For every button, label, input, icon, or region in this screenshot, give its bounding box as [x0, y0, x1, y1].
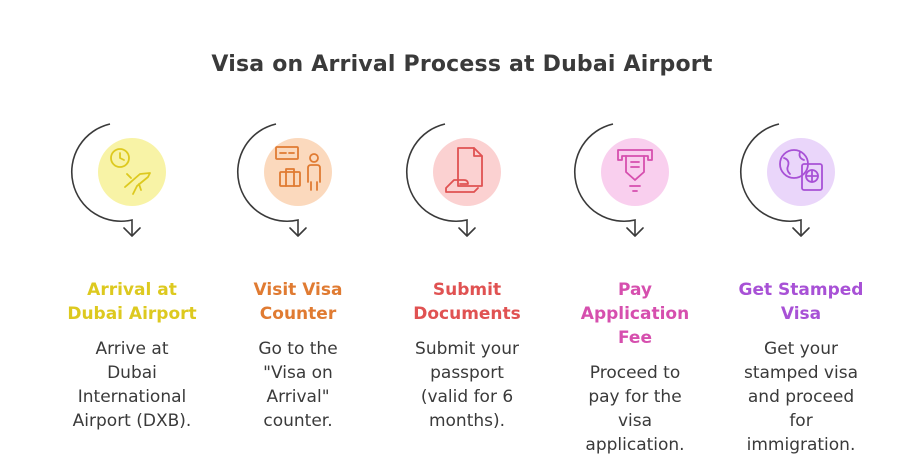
- counter-traveler-icon: [275, 146, 321, 191]
- payment-terminal-icon: [617, 149, 653, 192]
- step-loop-connector: [237, 123, 332, 237]
- step-description: Submit your passport (valid for 6 months…: [415, 339, 519, 431]
- loop-arc: [406, 123, 468, 235]
- loop-arc: [71, 123, 133, 235]
- step-title: Visit Visa Counter: [253, 280, 343, 324]
- step-icon-circle: [767, 138, 835, 206]
- loop-arc: [574, 123, 636, 235]
- step-icon-circle: [601, 138, 669, 206]
- document-hand-icon: [445, 147, 483, 193]
- loop-arc: [237, 123, 299, 235]
- down-arrow-icon: [289, 227, 307, 237]
- step-title: Arrival at Dubai Airport: [67, 280, 197, 324]
- step-loop-connector: [71, 123, 166, 237]
- globe-passport-icon: [779, 149, 823, 191]
- step-description: Proceed to pay for the visa application.: [585, 363, 685, 455]
- step-loop-connector: [406, 123, 501, 237]
- diagram-title: Visa on Arrival Process at Dubai Airport: [211, 52, 713, 77]
- step-title: Get Stamped Visa: [738, 280, 864, 324]
- step-loop-connector: [574, 123, 669, 237]
- step-description: Arrive at Dubai International Airport (D…: [72, 339, 192, 431]
- step-icon-circle: [98, 138, 166, 206]
- step-title: Pay Application Fee: [580, 280, 690, 348]
- step-loop-connector: [740, 123, 835, 237]
- step-description: Get your stamped visa and proceed for im…: [743, 339, 858, 455]
- down-arrow-icon: [792, 227, 810, 237]
- step-icon-circle: [433, 138, 501, 206]
- clock-airplane-icon: [110, 148, 151, 195]
- loop-arc: [740, 123, 802, 235]
- step-title: Submit Documents: [413, 280, 521, 324]
- step-description: Go to the "Visa on Arrival" counter.: [258, 339, 338, 431]
- down-arrow-icon: [458, 227, 476, 237]
- down-arrow-icon: [626, 227, 644, 237]
- down-arrow-icon: [123, 227, 141, 237]
